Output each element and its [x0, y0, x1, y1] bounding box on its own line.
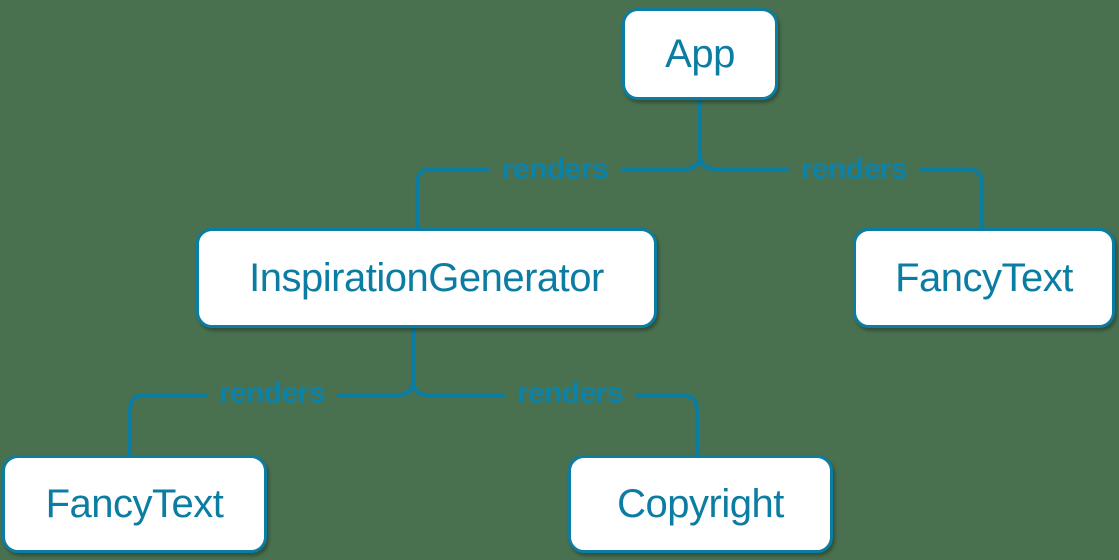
edge-label-renders: renders [788, 152, 920, 186]
edge-label-renders: renders [489, 152, 621, 186]
node-fancy-text-right: FancyText [853, 228, 1115, 328]
edge-label-renders: renders [206, 376, 338, 410]
node-app: App [622, 8, 778, 100]
edge-label-renders: renders [504, 376, 636, 410]
node-inspiration-generator: InspirationGenerator [196, 228, 657, 328]
node-fancy-text-left: FancyText [2, 455, 267, 553]
node-copyright: Copyright [568, 455, 833, 553]
